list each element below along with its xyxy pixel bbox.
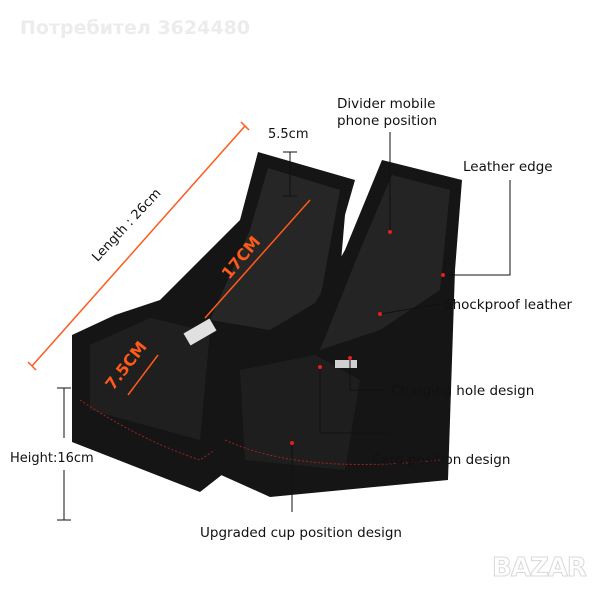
- cup-label: Upgraded cup position design: [200, 525, 402, 541]
- left-organizer: [72, 152, 355, 492]
- divider-label: Divider mobile phone position: [337, 96, 437, 130]
- depth-label: 5.5cm: [268, 127, 309, 142]
- divider-label-line1: Divider mobile: [337, 96, 436, 112]
- charging-label: Charging hole design: [391, 383, 535, 399]
- leather-edge-label: Leather edge: [463, 159, 553, 175]
- dimension-lines: [27, 121, 311, 396]
- divider-label-line2: phone position: [337, 113, 438, 129]
- right-organizer: [210, 160, 462, 497]
- card-label: Card position design: [372, 452, 511, 468]
- leader-dots: [290, 230, 445, 445]
- leader-lines: [291, 132, 511, 512]
- bazar-logo: BAZAR: [492, 553, 588, 584]
- height-label: Height:16cm: [10, 451, 94, 466]
- watermark: Потребител 3624480: [20, 17, 251, 39]
- shockproof-label: Shockproof leather: [444, 297, 573, 313]
- measure-lines: [57, 151, 297, 521]
